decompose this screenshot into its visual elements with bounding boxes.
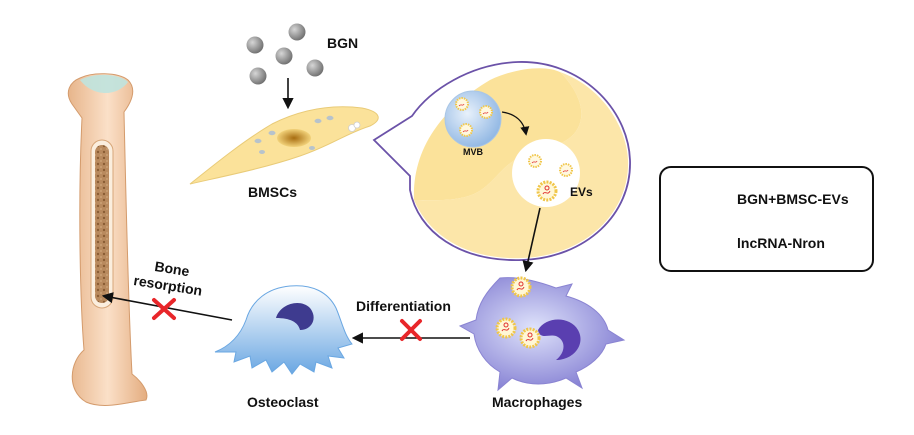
legend-box: [659, 166, 874, 272]
mvb-label: MVB: [463, 147, 483, 157]
differentiation-inhibit-cross: [400, 319, 422, 341]
osteoclast-cell: [214, 285, 353, 375]
evs-to-macrophage-arrow: [522, 207, 541, 273]
differentiation-label: Differentiation: [356, 298, 451, 314]
resorption-inhibit-cross: [152, 298, 176, 320]
mvb-release-arrow: [501, 111, 530, 136]
bgn-particles: [246, 23, 324, 85]
bmscs-label: BMSCs: [248, 184, 298, 200]
osteoclast-label: Osteoclast: [247, 394, 319, 410]
macrophages-label: Macrophages: [492, 394, 583, 410]
bmsc-cell: [189, 106, 379, 185]
legend-item-bgn-bmsc-evs: BGN+BMSC-EVs: [737, 191, 849, 207]
bone-illustration: [67, 73, 148, 406]
bgn-label: BGN: [327, 35, 359, 51]
macrophage-cell: [458, 276, 626, 392]
legend-item-lncrna-nron: lncRNA-Nron: [737, 235, 825, 251]
zoom-bubble: [372, 61, 631, 261]
evs-label: EVs: [570, 185, 593, 199]
